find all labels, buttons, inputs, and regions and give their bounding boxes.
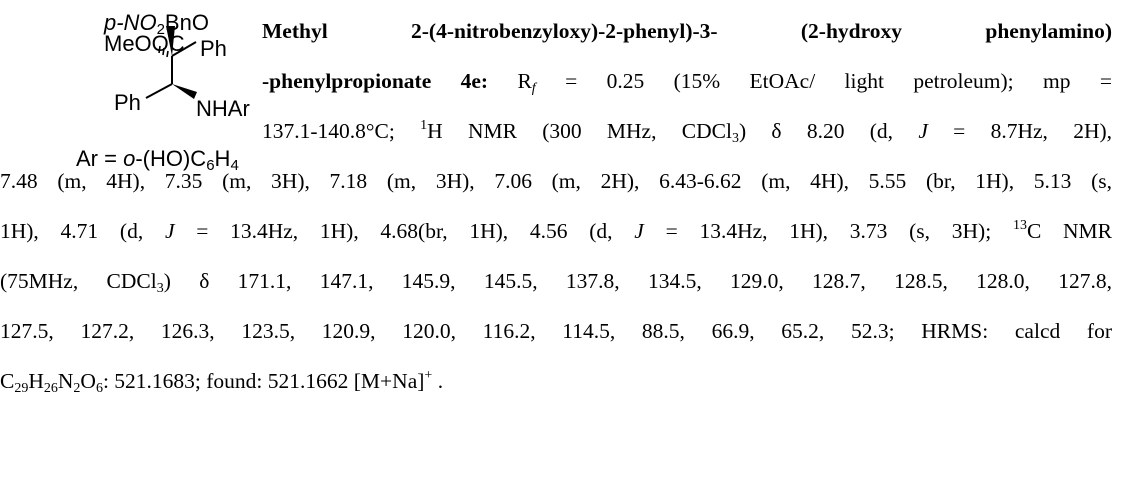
cnmr-line-1: (75MHz, CDCl3) δ 171.1, 147.1, 145.9, 14… bbox=[0, 269, 1112, 296]
hrms-line: C29H26N2O6: 521.1683; found: 521.1662 [M… bbox=[0, 368, 444, 396]
label-obn-group: p-NO2BnO bbox=[104, 10, 209, 38]
rf-line: -phenylpropionate 4e: Rf = 0.25 (15% EtO… bbox=[262, 69, 1112, 96]
wedge-c3-nhar bbox=[172, 84, 197, 99]
label-ph-left: Ph bbox=[114, 90, 141, 115]
wedge-c2-obn bbox=[166, 26, 175, 56]
hash-c2-ester bbox=[158, 45, 169, 58]
structure-bonds bbox=[145, 26, 197, 99]
label-ester: MeOOC bbox=[104, 31, 185, 56]
bond-c2-ph bbox=[171, 41, 197, 57]
label-ar-definition: Ar = o-(HO)C6H4 bbox=[76, 146, 239, 174]
chemical-structure: p-NO2BnO MeOOC Ph Ph NHAr Ar = o-(HO)C6H… bbox=[0, 0, 262, 200]
bond-c3-ph bbox=[145, 83, 173, 99]
mp-hnmr-line: 137.1-140.8°C; 1H NMR (300 MHz, CDCl3) δ… bbox=[262, 118, 1113, 146]
hnmr-line-3: 1H), 4.71 (d, J = 13.4Hz, 1H), 4.68(br, … bbox=[0, 218, 1112, 244]
label-nhar: NHAr bbox=[196, 96, 250, 121]
cnmr-line-2: 127.5, 127.2, 126.3, 123.5, 120.9, 120.0… bbox=[0, 319, 1112, 343]
label-ph-right: Ph bbox=[200, 36, 227, 61]
compound-name-line: Methyl 2-(4-nitrobenzyloxy)-2-phenyl)-3-… bbox=[262, 19, 1112, 43]
hnmr-line-2: 7.48 (m, 4H), 7.35 (m, 3H), 7.18 (m, 3H)… bbox=[0, 169, 1112, 193]
